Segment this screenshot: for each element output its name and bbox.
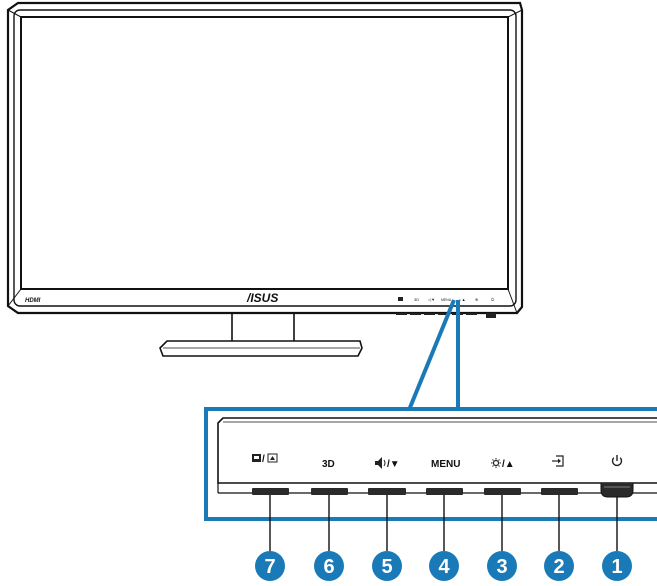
panel-button-2[interactable] bbox=[541, 488, 578, 495]
panel-button-6[interactable] bbox=[311, 488, 348, 495]
bezel-button-7[interactable] bbox=[396, 313, 407, 315]
callout-number-1: 1 bbox=[611, 556, 622, 578]
callout-circle-2 bbox=[544, 551, 574, 581]
bezel-label-menu: MENU bbox=[441, 298, 452, 302]
bezel-button-labels: 3D ◁▼ MENU ☼▲ ⊕ ⏻ bbox=[398, 297, 495, 302]
panel-button-group-2 bbox=[541, 455, 578, 495]
callout-1: 1 bbox=[602, 551, 632, 581]
callout-number-3: 3 bbox=[496, 556, 507, 578]
panel-button-3[interactable] bbox=[484, 488, 521, 495]
bezel-power-label: ⏻ bbox=[491, 297, 495, 302]
button-label-3: /▲ bbox=[502, 459, 515, 470]
button-label-6: 3D bbox=[322, 459, 335, 470]
zoom-panel-bezel bbox=[217, 417, 657, 484]
bezel-button-1[interactable] bbox=[486, 313, 496, 318]
bezel-corner-tl bbox=[7, 9, 22, 18]
asus-logo: /ISUS bbox=[246, 291, 278, 305]
bezel-button-2[interactable] bbox=[466, 313, 477, 315]
hdmi-logo: HDMI bbox=[25, 298, 41, 304]
panel-button-4[interactable] bbox=[426, 488, 463, 495]
panel-button-7[interactable] bbox=[252, 488, 289, 495]
bezel-corner-br bbox=[507, 288, 518, 314]
callout-circle-4 bbox=[429, 551, 459, 581]
power-button-highlight bbox=[604, 486, 630, 488]
leader-lines bbox=[269, 495, 618, 551]
callout-circle-5 bbox=[372, 551, 402, 581]
bezel-speaker-label: ◁▼ bbox=[428, 297, 435, 302]
bezel-mode-icon bbox=[398, 297, 403, 301]
zoom-panel: / 3D /▼ MENU bbox=[204, 407, 657, 521]
bezel-button-5[interactable] bbox=[424, 313, 435, 315]
stand-base bbox=[159, 340, 363, 357]
brightness-icon bbox=[491, 458, 501, 468]
callout-number-2: 2 bbox=[553, 556, 564, 578]
monitor: HDMI /ISUS 3D ◁▼ MENU ☼▲ ⊕ ⏻ bbox=[6, 1, 524, 357]
power-icon bbox=[611, 455, 623, 467]
bezel-corner-tr bbox=[507, 9, 523, 18]
button-label-5: /▼ bbox=[387, 459, 400, 470]
svg-text:/: / bbox=[262, 454, 265, 465]
callout-number-6: 6 bbox=[323, 556, 334, 578]
mode-select-icon: / bbox=[252, 453, 278, 465]
bezel-button-6[interactable] bbox=[410, 313, 421, 315]
button-label-4: MENU bbox=[431, 459, 460, 470]
panel-button-group-6: 3D bbox=[311, 459, 348, 495]
callout-number-5: 5 bbox=[381, 556, 392, 578]
zoom-callout-lines bbox=[407, 299, 460, 411]
panel-button-group-1 bbox=[600, 455, 634, 498]
callout-circle-7 bbox=[255, 551, 285, 581]
panel-button-group-4: MENU bbox=[426, 459, 463, 495]
monitor-screen bbox=[20, 16, 509, 290]
zoom-line-left bbox=[407, 299, 456, 411]
callout-number-7: 7 bbox=[264, 556, 275, 578]
callout-4: 4 bbox=[429, 551, 459, 581]
monitor-stand bbox=[159, 313, 363, 357]
callout-5: 5 bbox=[372, 551, 402, 581]
callout-7: 7 bbox=[255, 551, 285, 581]
bezel-input-label: ⊕ bbox=[475, 297, 478, 302]
bezel-label-3d: 3D bbox=[414, 297, 419, 302]
callout-2: 2 bbox=[544, 551, 574, 581]
bezel-button-4[interactable] bbox=[438, 313, 449, 315]
panel-button-group-7: / bbox=[252, 453, 289, 495]
panel-button-1[interactable] bbox=[600, 483, 634, 498]
bezel-corner-bl bbox=[7, 288, 22, 307]
panel-button-group-5: /▼ bbox=[368, 457, 406, 495]
callout-6: 6 bbox=[314, 551, 344, 581]
callout-number-4: 4 bbox=[438, 556, 450, 578]
callout-circles: 7 6 5 4 3 2 1 bbox=[255, 551, 632, 581]
input-select-icon bbox=[552, 455, 564, 467]
callout-3: 3 bbox=[487, 551, 517, 581]
callout-circle-1 bbox=[602, 551, 632, 581]
speaker-icon bbox=[375, 457, 386, 469]
bezel-brightness-label: ☼▲ bbox=[458, 297, 466, 302]
callout-circle-3 bbox=[487, 551, 517, 581]
callout-circle-6 bbox=[314, 551, 344, 581]
panel-button-group-3: /▲ bbox=[484, 458, 521, 495]
panel-button-5[interactable] bbox=[368, 488, 406, 495]
